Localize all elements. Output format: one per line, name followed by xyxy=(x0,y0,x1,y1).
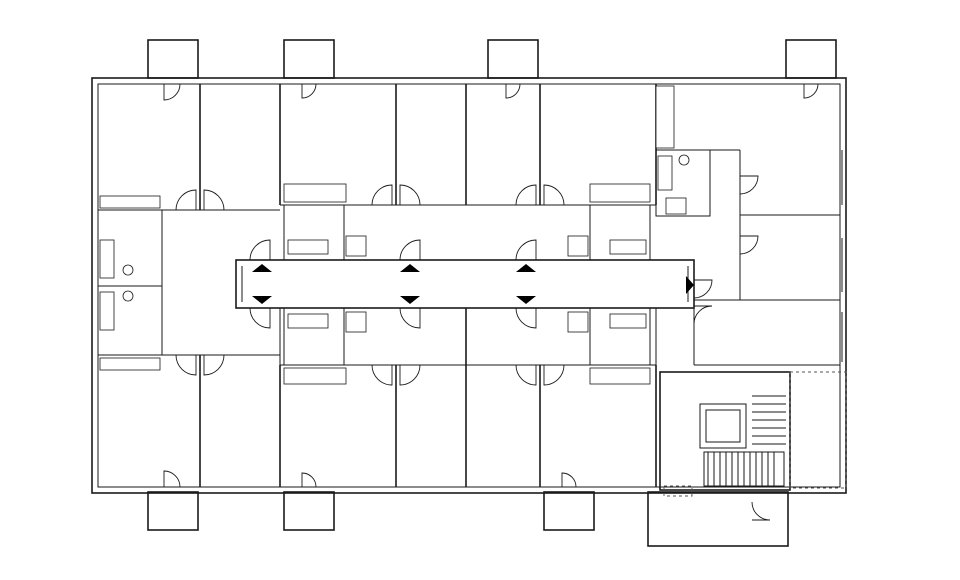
sink-icon xyxy=(122,264,134,276)
kitchen-counter-icon xyxy=(99,357,161,371)
sink-icon xyxy=(122,290,134,302)
bathtub-icon xyxy=(287,239,329,255)
exterior-walls xyxy=(91,77,847,494)
kitchen-counter-icon xyxy=(283,183,347,203)
stair-treads xyxy=(707,395,786,486)
toilet-icon xyxy=(345,311,367,333)
bathtub-icon xyxy=(657,155,673,191)
kitchen-counter-icon xyxy=(589,367,651,385)
toilet-icon xyxy=(345,235,367,257)
bathtub-icon xyxy=(99,291,115,331)
bottom-balconies xyxy=(147,491,595,531)
bathtub-icon xyxy=(609,313,647,329)
toilet-icon xyxy=(567,311,589,333)
left-bathrooms xyxy=(97,195,163,371)
section-markers xyxy=(252,264,694,304)
bottom-partitions xyxy=(98,308,657,487)
top-balconies xyxy=(147,39,837,79)
toilet-icon xyxy=(665,197,687,215)
center-bathrooms xyxy=(283,183,651,385)
right-wing-rooms xyxy=(693,214,840,366)
central-corridor xyxy=(235,259,695,309)
door-swings xyxy=(163,83,819,488)
bathtub-icon xyxy=(609,239,647,255)
kitchen-counter-icon xyxy=(589,183,651,203)
sink-icon xyxy=(678,154,690,166)
kitchen-counter-icon xyxy=(99,195,161,209)
right-bathroom xyxy=(655,85,711,217)
kitchen-counter-icon xyxy=(655,85,675,149)
bathtub-icon xyxy=(99,239,115,279)
entrance-lobby xyxy=(647,485,789,547)
kitchen-counter-icon xyxy=(283,367,347,385)
toilet-icon xyxy=(567,235,589,257)
stair-core xyxy=(659,371,847,491)
bathtub-icon xyxy=(287,313,329,329)
